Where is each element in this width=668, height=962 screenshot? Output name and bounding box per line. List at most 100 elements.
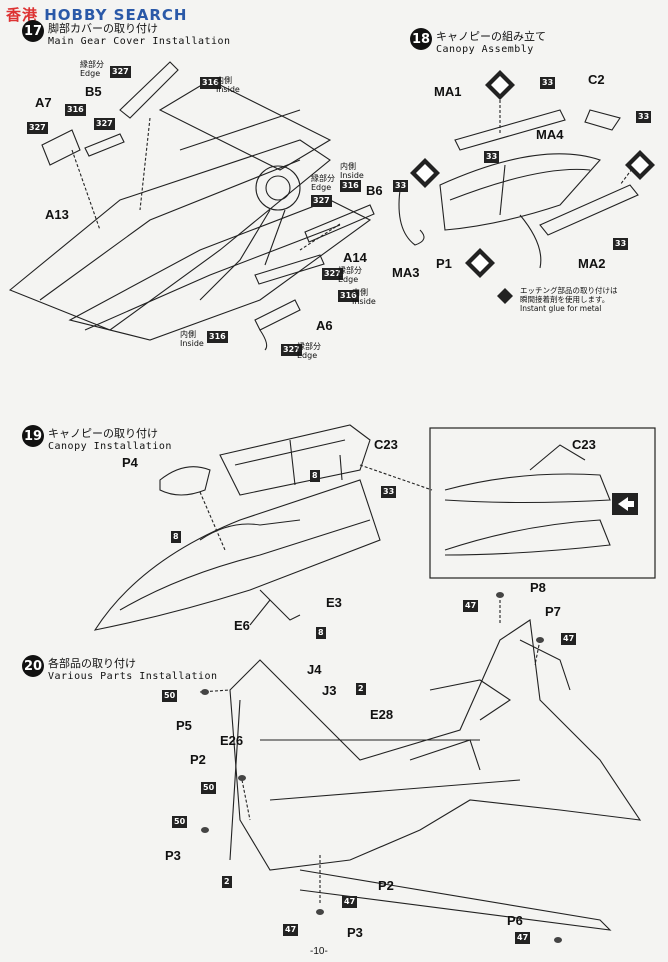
step-title-en: Canopy Installation [48, 441, 172, 452]
step-title-jp: 各部品の取り付け [48, 657, 136, 670]
part-ma2 [539, 184, 639, 236]
paint-code: 50 [172, 816, 188, 828]
gear-cover-b5 [119, 61, 179, 119]
part-label: P5 [176, 718, 192, 733]
paint-code: 316 [338, 290, 359, 302]
part-label: MA3 [392, 265, 420, 280]
part-label: P6 [507, 913, 523, 928]
paint-code: 316 [65, 104, 86, 116]
paint-code: 50 [162, 690, 178, 702]
step-18-header: 18 キャノピーの組み立て Canopy Assembly [410, 28, 546, 55]
step-title-jp: キャノピーの組み立て [436, 30, 546, 43]
part-label: B6 [366, 183, 383, 198]
paint-code: 47 [283, 924, 299, 936]
paint-code: 316 [200, 77, 221, 89]
paint-code: 33 [636, 111, 652, 123]
part-label: P8 [530, 580, 546, 595]
paint-code: 327 [110, 66, 131, 78]
gear-cover-b6 [304, 204, 375, 243]
page-number: -10- [310, 946, 328, 957]
part-label: P2 [190, 752, 206, 767]
part-label: P7 [545, 604, 561, 619]
part-label: C23 [572, 437, 596, 452]
paint-code: 47 [463, 600, 479, 612]
step-number: 20 [22, 655, 44, 677]
step-title-en: Various Parts Installation [48, 671, 218, 682]
paint-code: 8 [171, 531, 181, 543]
part-label: C23 [374, 437, 398, 452]
paint-code: 327 [94, 118, 115, 130]
watermark: 香港 HOBBY SEARCH [6, 4, 187, 25]
step-number: 17 [22, 20, 44, 42]
fuselage-nose-19 [93, 479, 381, 631]
part-label: J3 [322, 683, 337, 698]
part-label: A13 [45, 207, 69, 222]
step-19-header: 19 キャノピーの取り付け Canopy Installation [22, 425, 172, 452]
step-17-header: 17 脚部カバーの取り付け Main Gear Cover Installati… [22, 20, 231, 47]
part-label: P3 [165, 848, 181, 863]
part-label: P3 [347, 925, 363, 940]
part-label: E6 [234, 618, 250, 633]
step-number: 19 [22, 425, 44, 447]
part-c2 [584, 109, 621, 131]
step-title-jp: キャノピーの取り付け [48, 427, 158, 440]
aircraft-body-20 [229, 619, 642, 871]
paint-code: 33 [393, 180, 409, 192]
part-label: A7 [35, 95, 52, 110]
part-label: MA4 [536, 127, 564, 142]
canopy-main [219, 424, 371, 496]
paint-code: 33 [613, 238, 629, 250]
paint-code: 327 [311, 195, 332, 207]
part-label: A6 [316, 318, 333, 333]
paint-code: 33 [484, 151, 500, 163]
part-p4 [159, 466, 211, 496]
part-label: MA1 [434, 84, 462, 99]
part-label: J4 [307, 662, 322, 677]
gear-cover-a6 [254, 299, 301, 331]
part-label: E26 [220, 733, 244, 748]
paint-code: 2 [222, 876, 232, 888]
paint-code: 316 [207, 331, 228, 343]
paint-code: 327 [27, 122, 48, 134]
part-ma1 [454, 109, 566, 151]
paint-code: 33 [540, 77, 556, 89]
paint-code: 327 [281, 344, 302, 356]
paint-code: 47 [342, 896, 358, 908]
part-label: P4 [122, 455, 138, 470]
part-label: A14 [343, 250, 367, 265]
canopy-frame-18 [439, 153, 601, 231]
paint-code: 50 [201, 782, 217, 794]
paint-code: 327 [322, 268, 343, 280]
paint-code: 2 [356, 683, 366, 695]
part-label: C2 [588, 72, 605, 87]
watermark-en: HOBBY SEARCH [44, 6, 188, 24]
detail-box [429, 427, 656, 579]
gear-cover-a14 [254, 254, 325, 285]
paint-code: 316 [340, 180, 361, 192]
paint-code: 47 [515, 932, 531, 944]
part-label: MA2 [578, 256, 606, 271]
part-label: E3 [326, 595, 342, 610]
step-20-header: 20 各部品の取り付け Various Parts Installation [22, 655, 218, 682]
part-label: P2 [378, 878, 394, 893]
step-title-jp: 脚部カバーの取り付け [48, 22, 158, 35]
paint-code: 33 [381, 486, 397, 498]
gear-cover-a7 [41, 129, 81, 166]
paint-code: 8 [310, 470, 320, 482]
step-number: 18 [410, 28, 432, 50]
part-label: P1 [436, 256, 452, 271]
paint-code: 47 [561, 633, 577, 645]
glue-note: エッチング部品の取り付けは 瞬間接着剤を使用します。 Instant glue … [520, 286, 618, 313]
part-label: B5 [85, 84, 102, 99]
part-label: E28 [370, 707, 394, 722]
paint-code: 8 [316, 627, 326, 639]
